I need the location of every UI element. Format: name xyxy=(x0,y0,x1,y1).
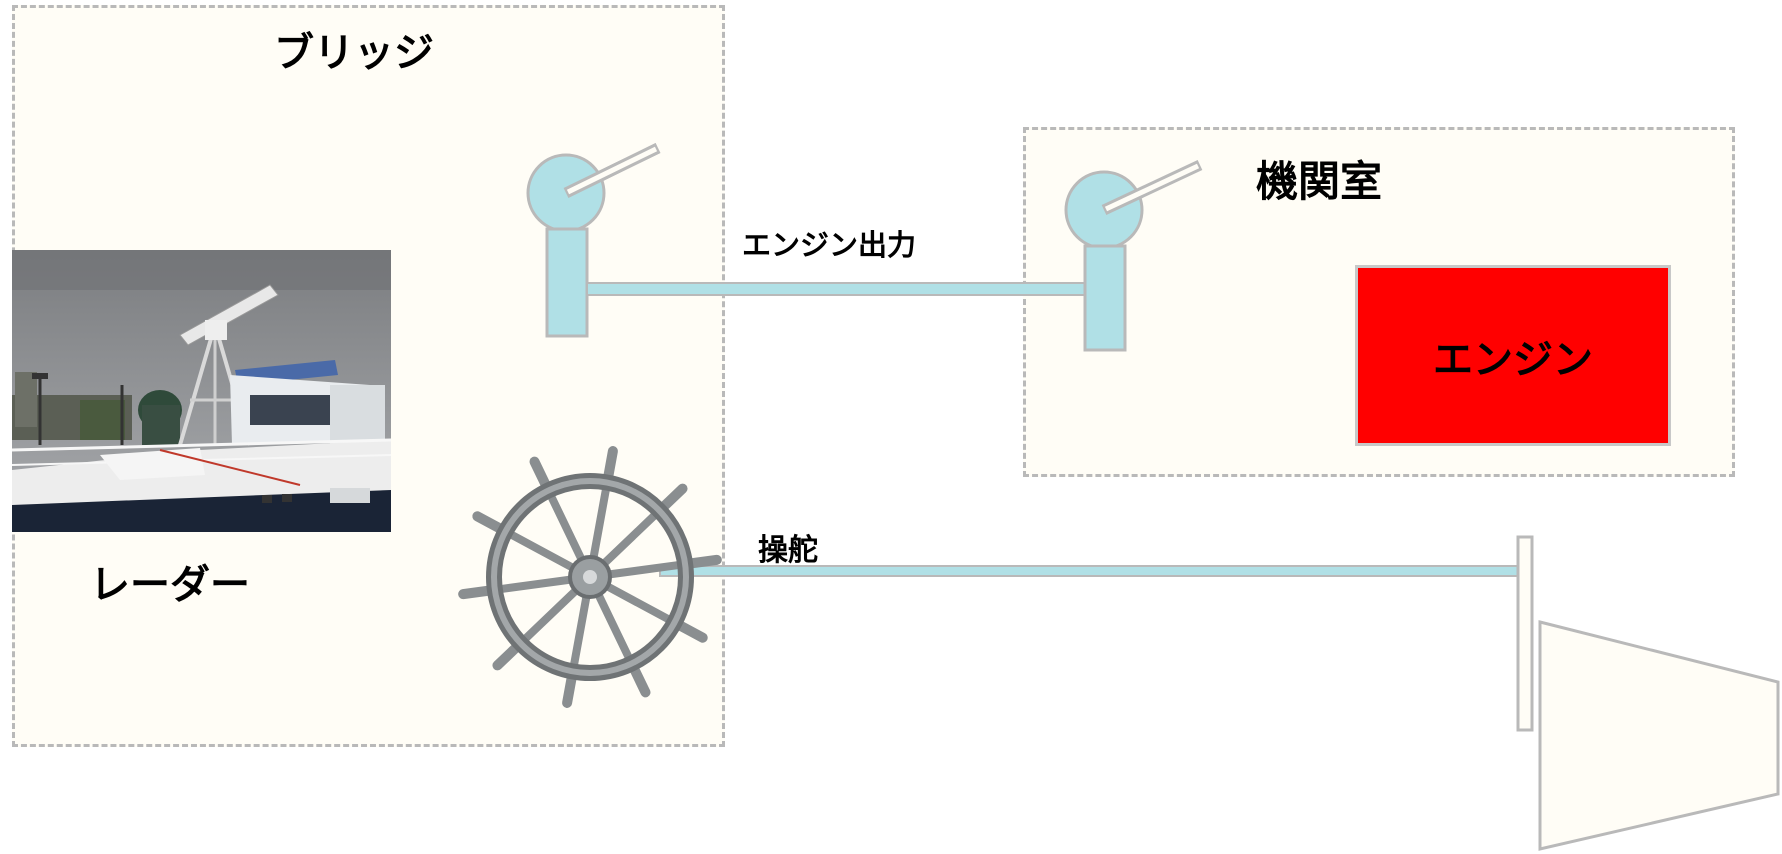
wheel-handle xyxy=(657,483,688,513)
wheel-spoke xyxy=(599,560,686,580)
wheel-handle xyxy=(562,670,578,708)
engine-label: エンジン xyxy=(1433,336,1593,383)
radar-photo xyxy=(12,250,391,532)
engine-output-label: エンジン出力 xyxy=(742,228,917,262)
ship-wheel-icon xyxy=(458,446,722,708)
wheel-handle xyxy=(628,662,651,698)
wheel-spoke xyxy=(505,529,582,575)
wheel-spoke xyxy=(569,586,592,672)
wheel-handle xyxy=(458,585,496,600)
rudder-icon xyxy=(1516,535,1780,851)
bridge-label: ブリッジ xyxy=(274,30,434,76)
wheel-handle xyxy=(472,511,507,535)
wheel-handle xyxy=(684,554,722,569)
steering-label: 操舵 xyxy=(758,533,818,568)
wheel-spoke xyxy=(598,579,675,625)
wheel-handle xyxy=(529,456,552,492)
engine-throttle-lever-icon xyxy=(1064,160,1203,352)
engine-output-link xyxy=(586,282,1086,296)
wheel-handle xyxy=(602,446,618,484)
wheel-spoke xyxy=(494,574,581,594)
wheel-rim-highlight xyxy=(491,478,689,676)
wheel-handle xyxy=(492,641,523,671)
engine-box: エンジン xyxy=(1355,265,1671,446)
wheel-handle xyxy=(673,619,708,643)
wheel-hub-center xyxy=(583,570,597,584)
radar-label: レーダー xyxy=(90,562,250,608)
wheel-spoke xyxy=(546,490,588,569)
wheel-spoke xyxy=(592,585,634,664)
wheel-spoke xyxy=(519,582,584,645)
bridge-throttle-lever-icon xyxy=(526,143,661,338)
engine-room-label: 機関室 xyxy=(1256,157,1383,206)
wheel-spoke xyxy=(596,509,661,572)
wheel-spoke xyxy=(588,482,611,568)
